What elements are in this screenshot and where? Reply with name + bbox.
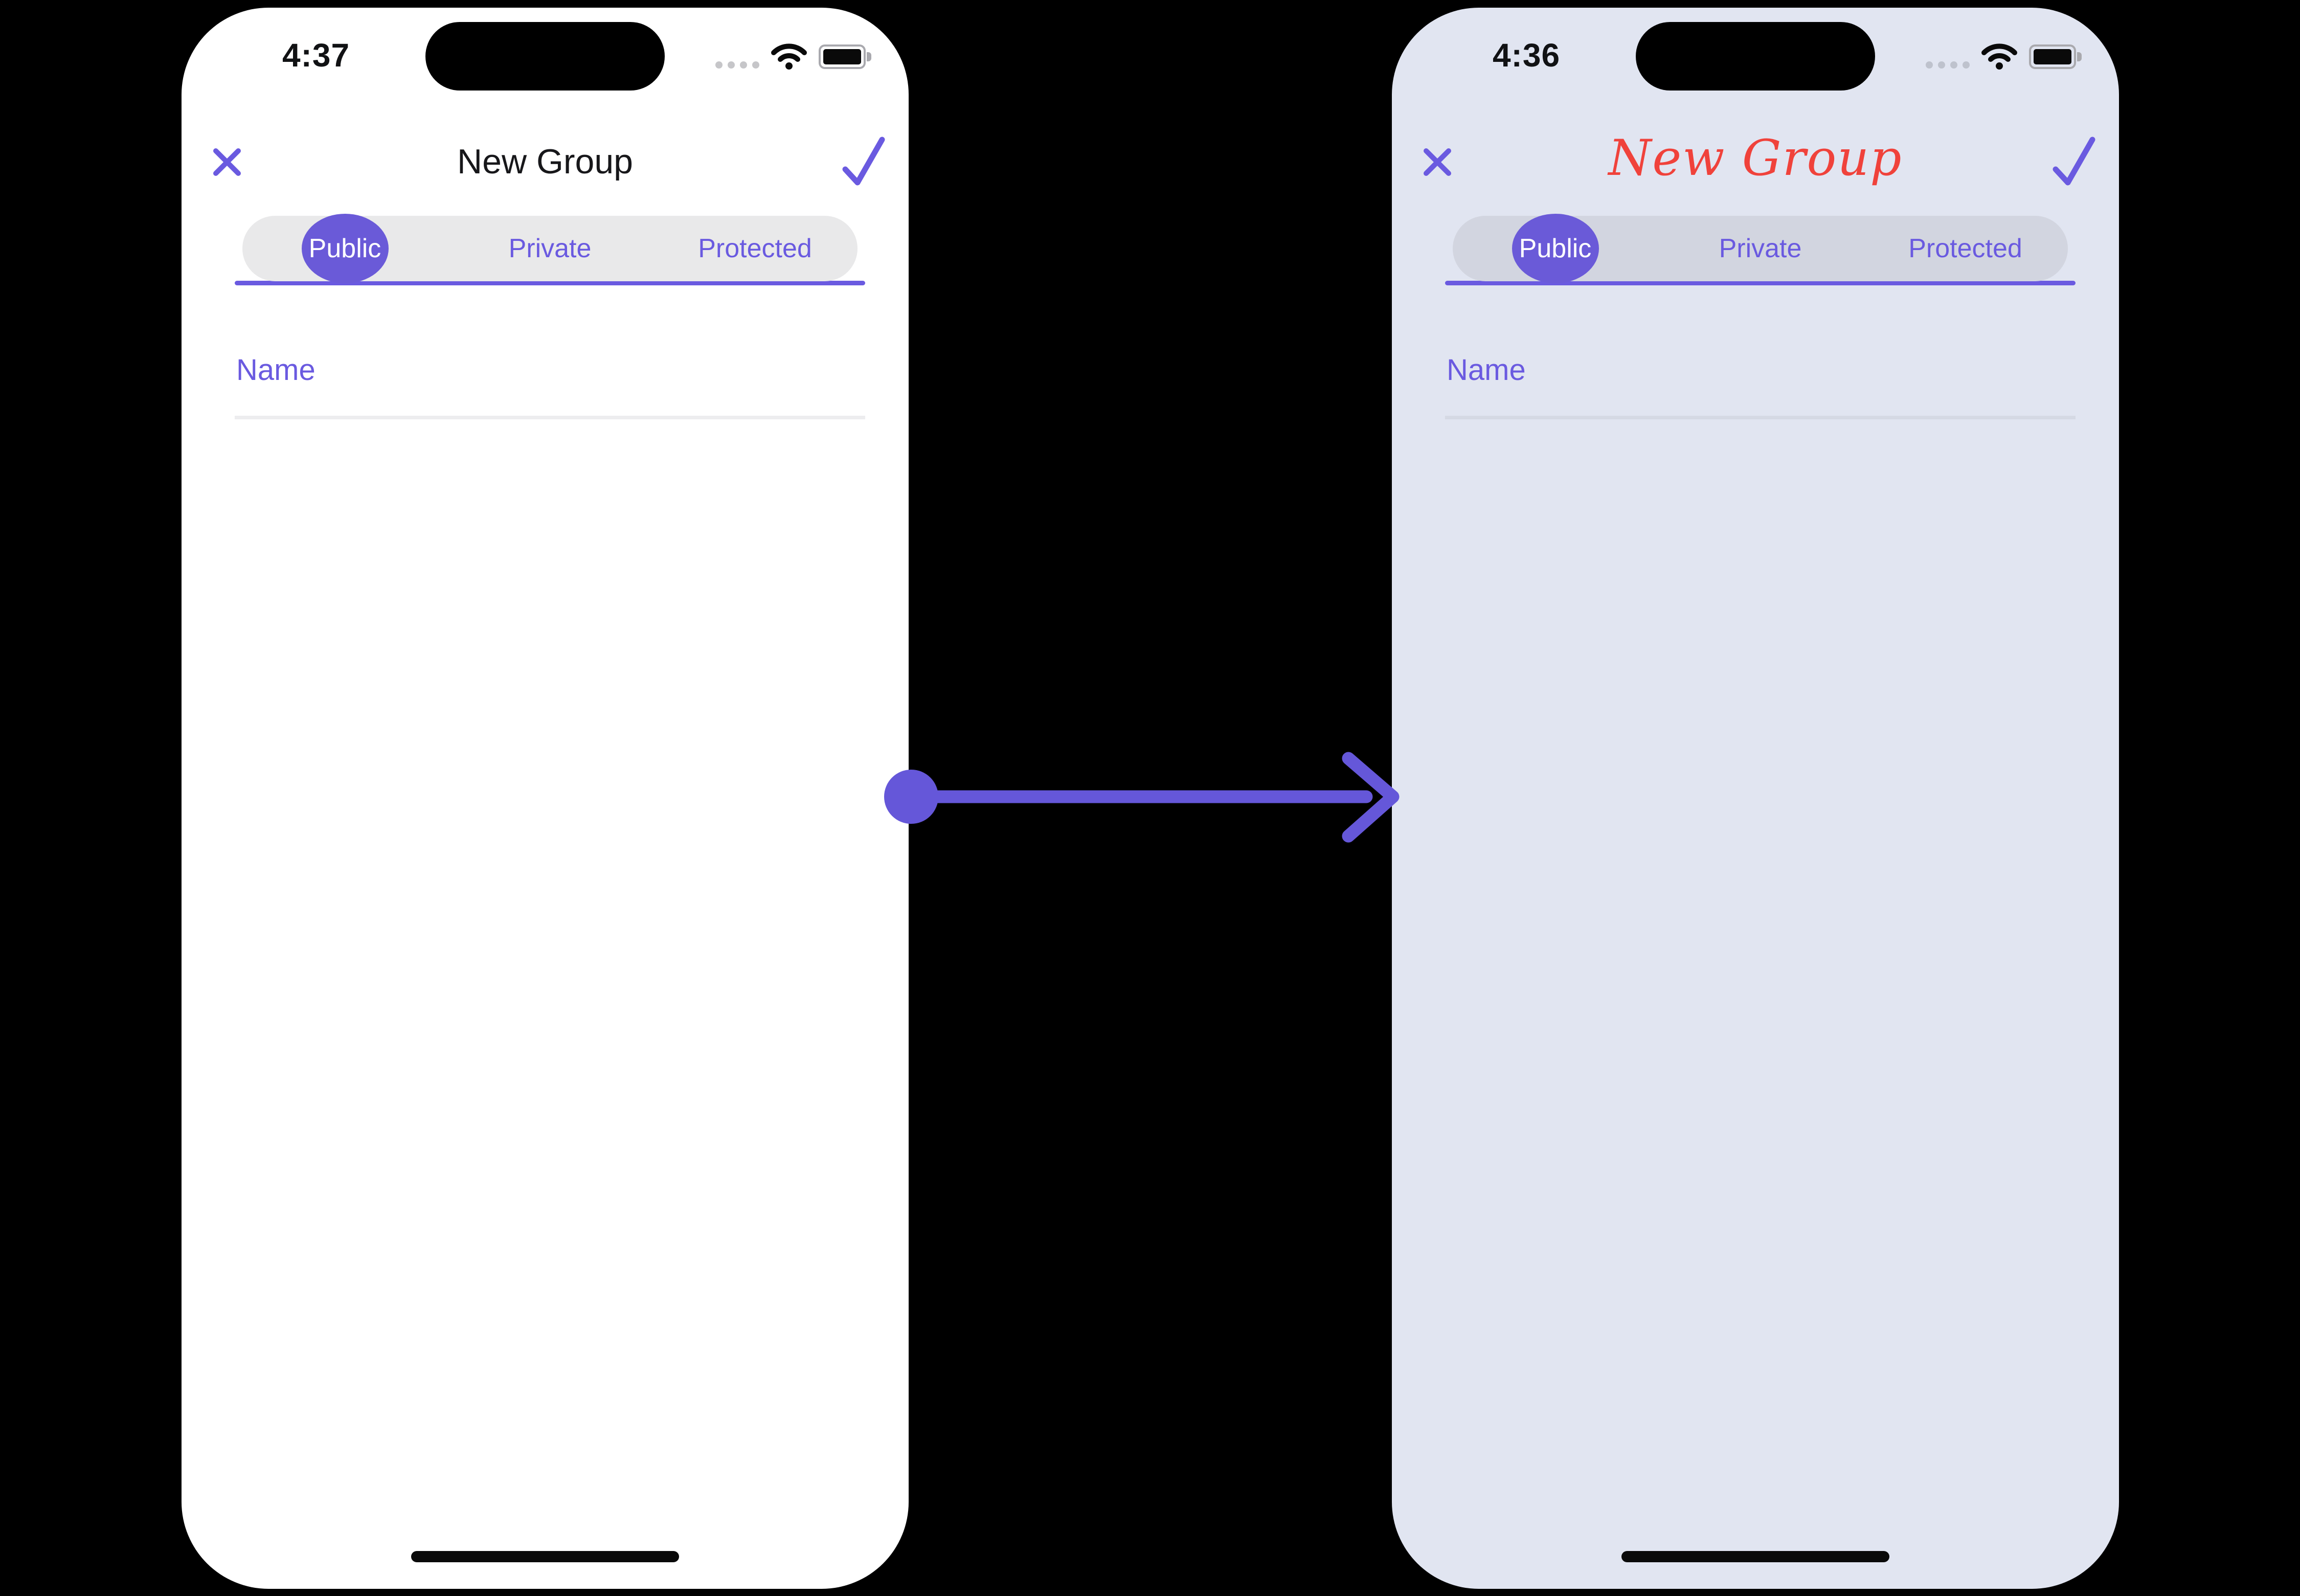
tab-label: Protected <box>1908 234 2022 263</box>
tab-protected[interactable]: Protected <box>652 216 858 281</box>
arrow-head <box>1342 752 1400 843</box>
close-button[interactable] <box>1422 146 1453 178</box>
transition-arrow <box>884 752 1400 843</box>
tab-label: Public <box>308 234 381 263</box>
visibility-segmented-control: Public Private Protected <box>1445 214 2076 285</box>
selected-tab-bubble <box>1512 214 1599 283</box>
tab-public[interactable]: Public <box>1453 214 1658 283</box>
home-indicator[interactable] <box>1621 1551 1889 1562</box>
wifi-icon <box>771 43 807 70</box>
group-name-input[interactable] <box>1445 343 2076 419</box>
close-icon <box>213 148 241 176</box>
group-name-input[interactable] <box>235 343 865 419</box>
checkmark-icon <box>2053 137 2095 186</box>
wifi-icon <box>1981 43 2017 70</box>
page-title: New Group <box>457 142 633 181</box>
confirm-button[interactable] <box>841 136 886 187</box>
status-time: 4:36 <box>1492 37 1561 74</box>
close-icon <box>1424 148 1451 176</box>
tab-private[interactable]: Private <box>1658 216 1863 281</box>
status-icons <box>1926 40 2082 70</box>
checkmark-icon <box>842 137 885 186</box>
tab-private[interactable]: Private <box>447 216 652 281</box>
confirm-button[interactable] <box>2051 136 2096 187</box>
phone-right: 4:36 New Group Public Private <box>1392 8 2119 1589</box>
segmented-control-track: Public Private Protected <box>242 214 858 283</box>
dynamic-island <box>1636 22 1875 91</box>
status-icons <box>715 40 871 70</box>
battery-icon <box>819 44 871 69</box>
phone-left: 4:37 New Group Public Private <box>182 8 909 1589</box>
segment-underline <box>235 281 865 285</box>
tab-label: Private <box>1719 234 1802 263</box>
visibility-segmented-control: Public Private Protected <box>235 214 865 285</box>
home-indicator[interactable] <box>411 1551 679 1562</box>
tab-label: Protected <box>698 234 812 263</box>
tab-protected[interactable]: Protected <box>1863 216 2068 281</box>
cellular-signal-icon <box>1926 61 1970 70</box>
tab-public[interactable]: Public <box>242 214 447 283</box>
segment-underline <box>1445 281 2076 285</box>
dynamic-island <box>425 22 665 91</box>
segmented-control-track: Public Private Protected <box>1453 214 2068 283</box>
selected-tab-bubble <box>301 214 389 283</box>
tab-label: Private <box>508 234 592 263</box>
status-time: 4:37 <box>282 37 350 74</box>
close-button[interactable] <box>211 146 243 178</box>
tab-label: Public <box>1519 234 1592 263</box>
page-title: New Group <box>1608 129 1903 187</box>
cellular-signal-icon <box>715 61 759 70</box>
battery-icon <box>2029 44 2082 69</box>
